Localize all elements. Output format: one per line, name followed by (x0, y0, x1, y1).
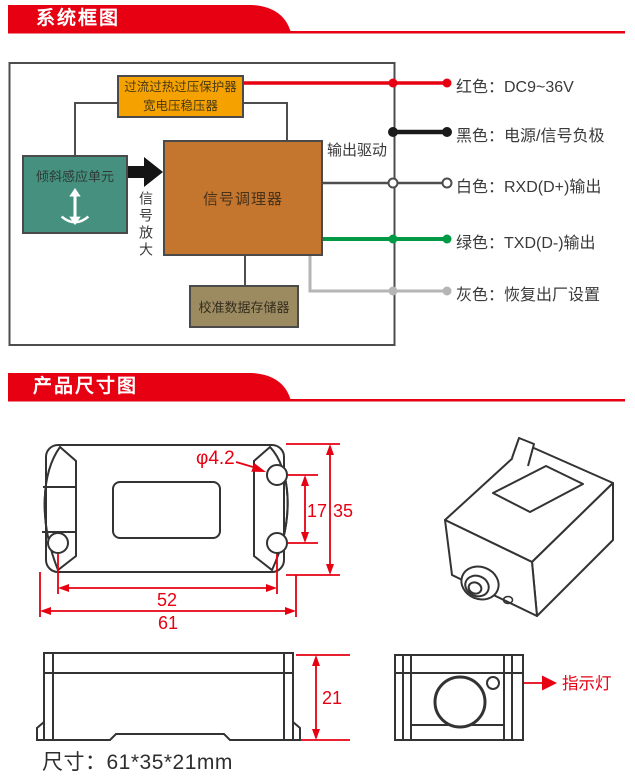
black-wire-end-dot (442, 127, 452, 137)
product-dimensions-banner-shape (8, 373, 625, 402)
dimension-drawings: φ4.2 17 35 52 61 21 指示灯 (36, 437, 614, 741)
legend-green: 绿色：TXD(D-)输出 (456, 235, 596, 252)
dim21-label: 21 (322, 688, 342, 708)
signal-arrow-icon (127, 157, 163, 187)
mount-hole-bottom-right (266, 532, 288, 554)
tilt-sensor-box: 倾斜感应单元 (22, 155, 128, 234)
label-recess (112, 481, 221, 539)
product-dimensions-title: 产品尺寸图 (33, 376, 139, 397)
front-gland-circle (433, 675, 487, 729)
mount-hole-top-right (266, 464, 288, 486)
isometric-view-drawing (444, 437, 614, 617)
hole-dia-leader (235, 461, 254, 468)
legend-red: 红色：DC9~36V (456, 79, 574, 96)
header-underline (8, 31, 625, 34)
protector-label-line1: 过流过热过压保护器 (124, 79, 237, 94)
dim52-label: 52 (157, 590, 177, 610)
side-view-drawing (36, 652, 301, 741)
white-wire-end-dot (441, 177, 453, 189)
green-wire-end-dot (442, 234, 452, 244)
legend-gray: 灰色：恢复出厂设置 (456, 287, 601, 304)
left-wing-edge (43, 445, 77, 572)
dim61-label: 61 (158, 613, 178, 633)
output-drive-label: 输出驱动 (327, 142, 388, 159)
header-ribbon (8, 5, 291, 33)
mount-hole-bottom-left (47, 532, 69, 554)
gray-wire-node (388, 286, 398, 296)
front-view-drawing (394, 654, 524, 741)
iso-front-face (444, 519, 538, 617)
dimension-arrowheads (40, 444, 557, 740)
signal-amplify-label: 信号放大 (138, 191, 154, 259)
front-indicator-light (486, 676, 500, 690)
block-diagram (8, 62, 453, 346)
dimension-lines (39, 443, 542, 741)
calibration-storage-label: 校准数据存储器 (198, 300, 290, 315)
protector-box: 过流过热过压保护器 宽电压稳压器 (117, 75, 244, 118)
protector-label-line2: 宽电压稳压器 (142, 98, 218, 113)
iso-wing-notch (511, 437, 535, 467)
size-summary-text: 尺寸：61*35*21mm (42, 751, 233, 774)
header-ribbon-2 (8, 373, 291, 401)
red-wire-node (388, 78, 398, 88)
signal-conditioner-label: 信号调理器 (202, 190, 283, 208)
side-right-foot (292, 721, 301, 741)
right-wing-edge (253, 445, 289, 572)
iso-screw-hole (502, 595, 514, 605)
legend-black: 黑色：电源/信号负极 (456, 128, 605, 145)
tilt-sensor-label: 倾斜感应单元 (35, 169, 114, 184)
white-wire-node (387, 177, 399, 189)
iso-gland-hole (467, 581, 483, 595)
diagram-frame (8, 62, 396, 346)
side-left-foot (36, 721, 45, 741)
legend-white: 白色：RXD(D+)输出 (456, 179, 602, 196)
hole-diameter-label: φ4.2 (196, 448, 235, 469)
wire-protector-to-conditioner (243, 102, 288, 141)
system-diagram-title: 系统框图 (36, 8, 121, 29)
side-outline (43, 652, 294, 741)
tilt-pendulum-icon (60, 187, 90, 226)
red-wire-end-dot (442, 78, 452, 88)
indicator-light-label: 指示灯 (562, 674, 612, 693)
dim17-label: 17 (307, 501, 327, 521)
top-view-drawing (42, 444, 289, 573)
iso-label-recess (492, 465, 584, 513)
signal-conditioner-box: 信号调理器 (163, 140, 323, 256)
system-diagram-banner-shape (8, 5, 625, 34)
green-wire-node (388, 234, 398, 244)
dimension-labels: φ4.2 17 35 52 61 21 指示灯 (157, 448, 612, 708)
wire-protector-to-tilt (74, 102, 117, 156)
dim35-label: 35 (333, 501, 353, 521)
calibration-storage-box: 校准数据存储器 (189, 285, 299, 328)
gray-wire-end-dot (442, 286, 452, 296)
black-wire-node (388, 127, 398, 137)
header-underline-2 (8, 399, 625, 402)
gray-wire (308, 255, 447, 293)
